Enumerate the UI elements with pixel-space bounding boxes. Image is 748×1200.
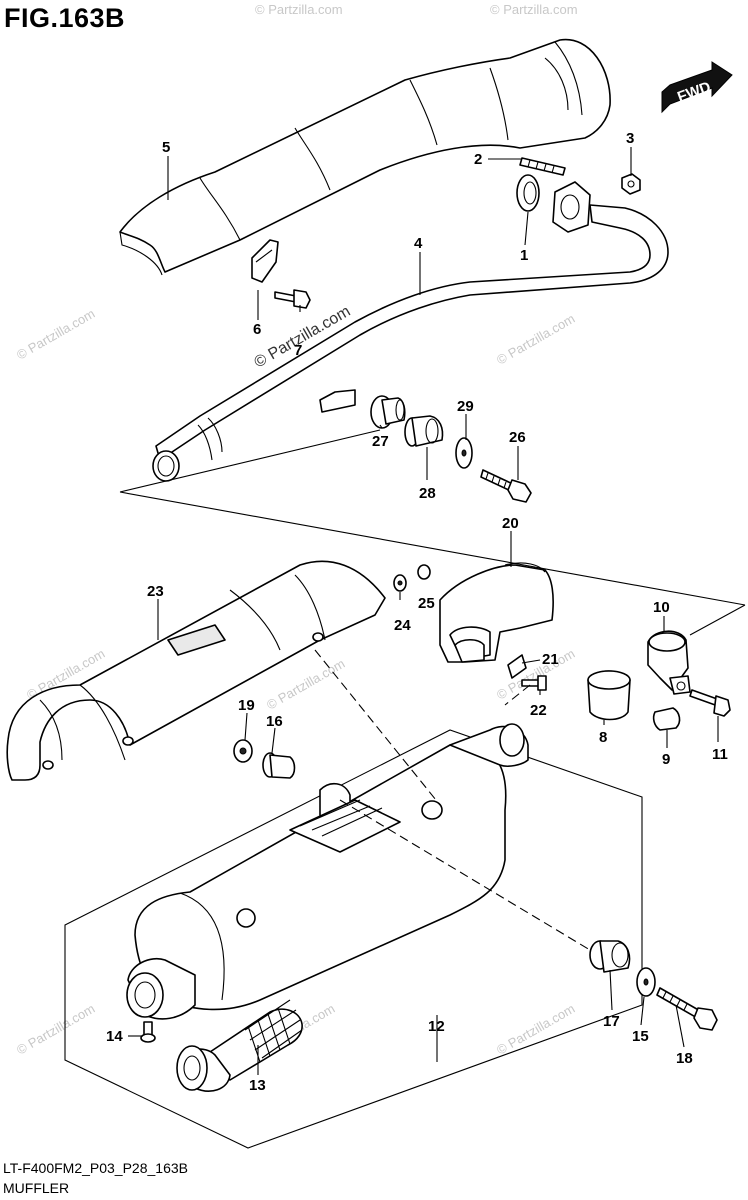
muffler-heat-shield (6, 560, 386, 781)
watermark-text: © Partzilla.com (14, 306, 97, 363)
washer-15 (636, 967, 656, 997)
callout-25: 25 (418, 595, 435, 612)
rubber-grommet (404, 415, 444, 447)
callout-27: 27 (372, 433, 389, 450)
washer-29 (455, 437, 473, 469)
muffler-assembly-frame (64, 729, 643, 1149)
callout-6: 6 (253, 321, 261, 338)
callout-24: 24 (394, 617, 411, 634)
figure-name: MUFFLER (3, 1180, 70, 1196)
callout-3: 3 (626, 130, 634, 147)
bushing-16 (262, 752, 296, 779)
gasket (516, 174, 540, 212)
callout-18: 18 (676, 1050, 693, 1067)
callout-23: 23 (147, 583, 164, 600)
spark-arrester (176, 999, 303, 1092)
mount-bolt-26 (480, 469, 532, 503)
heat-shield-upper (119, 38, 611, 276)
callout-22: 22 (530, 702, 547, 719)
callout-28: 28 (419, 485, 436, 502)
washer-24 (393, 574, 407, 592)
callout-12: 12 (428, 1018, 445, 1035)
clamp-spacer (652, 707, 681, 731)
callout-14: 14 (106, 1028, 123, 1045)
clamp-bolt (689, 689, 731, 717)
grommet-19 (233, 739, 253, 763)
pipe-flange (552, 181, 591, 233)
flange-nut (621, 173, 641, 195)
callout-5: 5 (162, 139, 170, 156)
muffler-body (126, 723, 529, 1020)
watermark-text: © Partzilla.com (490, 2, 578, 17)
watermark-text: © Partzilla.com (494, 646, 577, 703)
nut-25 (417, 564, 431, 580)
figure-title: FIG.163B (4, 3, 126, 33)
exhaust-pipe (152, 204, 669, 482)
figure-code: LT-F400FM2_P03_P28_163B (3, 1160, 188, 1176)
callout-7: 7 (294, 342, 302, 359)
watermark-text: © Partzilla.com (255, 2, 343, 17)
clamp-sleeve (587, 670, 631, 721)
callout-21: 21 (542, 651, 559, 668)
forward-arrow-icon: FWD (661, 61, 733, 114)
watermark-text: © Partzilla.com (494, 1001, 577, 1058)
grommet-17 (589, 940, 631, 973)
callout-26: 26 (509, 429, 526, 446)
shield-clip (251, 239, 279, 283)
callout-1: 1 (520, 247, 528, 264)
callout-16: 16 (266, 713, 283, 730)
callout-17: 17 (603, 1013, 620, 1030)
callout-8: 8 (599, 729, 607, 746)
callout-leaders (128, 147, 719, 1075)
callout-29: 29 (457, 398, 474, 415)
callout-11: 11 (712, 746, 728, 763)
exhaust-clamp (647, 630, 691, 695)
muffler-bracket (439, 562, 554, 663)
callout-10: 10 (653, 599, 670, 616)
callout-4: 4 (414, 235, 423, 252)
mount-bolt-18 (656, 987, 718, 1031)
callout-9: 9 (662, 751, 670, 768)
drain-bolt (140, 1021, 156, 1043)
bracket-screw (521, 675, 547, 691)
callout-2: 2 (474, 151, 482, 168)
callout-15: 15 (632, 1028, 649, 1045)
callout-13: 13 (249, 1077, 266, 1094)
shield-bolt (274, 289, 311, 309)
watermark-text: © Partzilla.com (14, 1001, 97, 1058)
callout-labels: 5 2 3 1 4 6 7 27 28 29 26 20 23 24 25 21… (106, 130, 728, 1094)
stud-bolts (519, 157, 566, 176)
mount-bushing (370, 395, 406, 429)
callout-20: 20 (502, 515, 519, 532)
watermark-text: © Partzilla.com (494, 311, 577, 368)
callout-19: 19 (238, 697, 255, 714)
bracket-clip (507, 654, 527, 679)
